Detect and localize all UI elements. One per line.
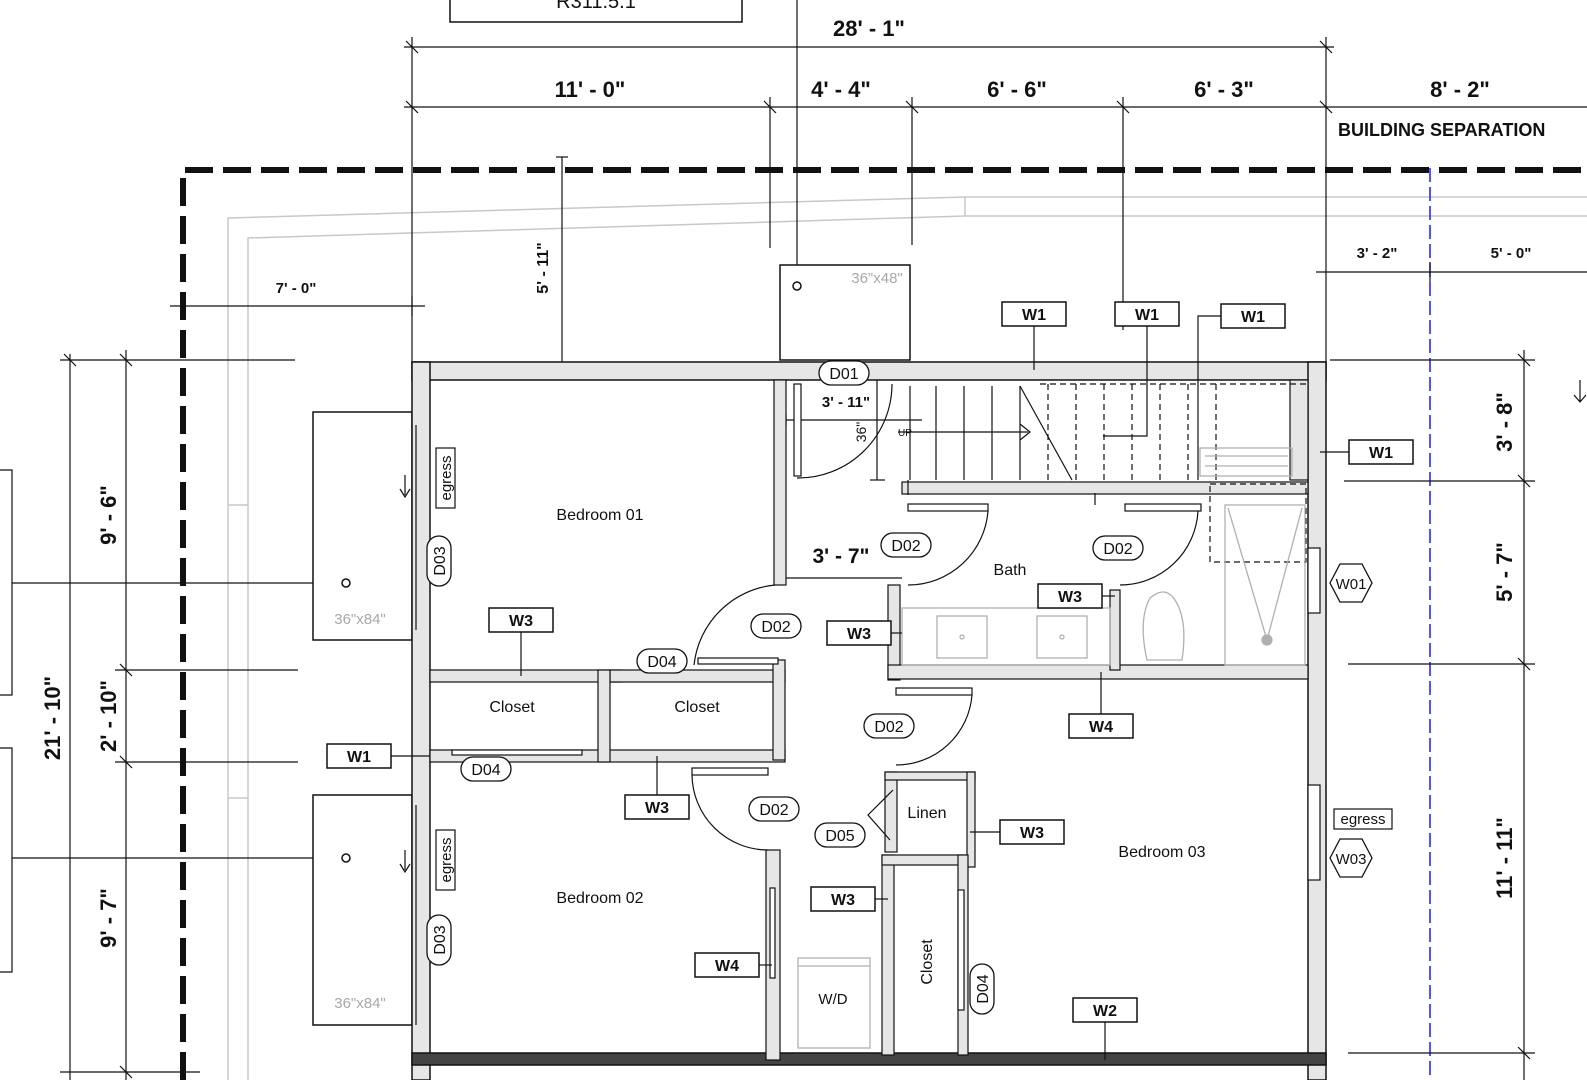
tag-d04-closet-b: D04	[471, 762, 500, 779]
room-closet-c: Closet	[919, 939, 936, 985]
tag-w4-bath: W4	[1089, 719, 1113, 736]
tag-d02-bed1: D02	[761, 619, 790, 636]
tag-w3-closet: W3	[645, 800, 669, 817]
dim-sep-b: 5' - 0"	[1491, 245, 1532, 262]
dimension-labels: 28' - 1" 11' - 0" 4' - 4" 6' - 6" 6' - 3…	[40, 16, 1545, 948]
tag-w01: W01	[1336, 576, 1367, 593]
doors	[399, 383, 1321, 1025]
dim-setback-left: 7' - 0"	[276, 280, 317, 297]
tag-d03-bed1: D03	[432, 546, 449, 575]
tag-w03: W03	[1336, 851, 1367, 868]
adjacent-structure	[0, 469, 346, 973]
tag-w3-hall: W3	[847, 626, 871, 643]
dim-right-2: 5' - 7"	[1492, 542, 1517, 602]
tag-d04-closet-a: D04	[647, 654, 676, 671]
tag-d03-bed2: D03	[432, 925, 449, 954]
bath-fixtures	[797, 447, 1306, 1049]
note-well-left-b: 36"x84"	[334, 995, 386, 1012]
room-bedroom-01: Bedroom 01	[556, 507, 643, 524]
tag-w1-top-a: W1	[1022, 307, 1046, 324]
tag-w2: W2	[1093, 1003, 1117, 1020]
room-wd: W/D	[818, 991, 847, 1008]
tag-w3-wd: W3	[831, 892, 855, 909]
dim-seg-1: 11' - 0"	[555, 77, 626, 102]
room-closet-a: Closet	[489, 699, 535, 716]
dim-seg-right: 8' - 2"	[1430, 77, 1490, 102]
tag-w1-top-b: W1	[1135, 307, 1159, 324]
door-tag-labels: D01 D02 D02 D02 D02 D02 D04 D04 D05 D03 …	[432, 366, 1133, 1004]
dim-left-3: 9' - 7"	[96, 888, 121, 948]
tag-d05: D05	[825, 828, 854, 845]
dim-stair-36: 36"	[853, 422, 869, 443]
dim-seg-3: 6' - 6"	[987, 77, 1047, 102]
room-bedroom-02: Bedroom 02	[556, 890, 643, 907]
dim-left-overall: 21' - 10"	[40, 676, 65, 760]
dim-seg-2: 4' - 4"	[811, 77, 871, 102]
room-labels: Bedroom 01 Bedroom 02 Bedroom 03 Closet …	[489, 507, 1205, 1008]
window-tag-leaders	[391, 315, 1349, 1060]
note-well-top: 36"x48"	[851, 270, 903, 287]
tag-d02-bath-b: D02	[1103, 541, 1132, 558]
dimension-lines	[60, 0, 1587, 1080]
note-well-left-a: 36"x84"	[334, 611, 386, 628]
note-stair-up: UP	[898, 428, 912, 439]
note-egress-3: egress	[1340, 811, 1385, 828]
dim-right-3: 11' - 11"	[1492, 817, 1517, 899]
dim-hall-width: 3' - 7"	[813, 545, 870, 568]
window-tag-labels: W1 W1 W1 W1 W1 W3 W3 W3 W3 W3 W3 W4 W4 W…	[347, 307, 1393, 1020]
tag-w3-linen: W3	[1020, 825, 1044, 842]
dim-seg-4: 6' - 3"	[1194, 77, 1254, 102]
exterior-walls	[411, 361, 1327, 1080]
tag-w3-bed1: W3	[509, 613, 533, 630]
window-wells	[312, 264, 911, 1026]
dim-right-1: 3' - 8"	[1492, 392, 1517, 452]
room-linen: Linen	[907, 805, 946, 822]
note-egress-2: egress	[438, 837, 455, 882]
title-box: R311.5.1	[449, 0, 743, 23]
note-egress-1: egress	[438, 455, 455, 500]
hex-tags	[1329, 563, 1373, 878]
tag-d02-bed3: D02	[874, 719, 903, 736]
room-bath: Bath	[994, 562, 1027, 579]
room-closet-b: Closet	[674, 699, 720, 716]
tag-w1-left: W1	[347, 749, 371, 766]
property-line	[180, 167, 1587, 1080]
tag-w1-top-c: W1	[1241, 309, 1265, 326]
tag-d04-closet-c: D04	[975, 974, 992, 1003]
room-bedroom-03: Bedroom 03	[1118, 844, 1205, 861]
note-labels: egress egress egress UP 36"x48" 36"x84" …	[334, 270, 1385, 1012]
title-box-text: R311.5.1	[556, 0, 636, 13]
tag-d01: D01	[829, 366, 858, 383]
dim-left-1: 9' - 6"	[96, 485, 121, 545]
door-tags	[426, 360, 1144, 1015]
tag-w3-bath: W3	[1058, 589, 1082, 606]
dim-left-2: 2' - 10"	[96, 680, 121, 752]
tag-w1-right: W1	[1369, 445, 1393, 462]
stair	[898, 383, 1307, 563]
tag-d02-bed2: D02	[759, 802, 788, 819]
hex-tag-labels: W01 W03	[1336, 576, 1367, 868]
tag-w4-wd: W4	[715, 958, 739, 975]
dim-setback-top: 5' - 11"	[535, 242, 552, 293]
interior-walls	[429, 379, 1309, 1061]
dim-stair-width: 3' - 11"	[822, 394, 870, 411]
egress-boxes	[435, 447, 1393, 891]
tag-d02-bath-a: D02	[891, 538, 920, 555]
window-tags	[326, 301, 1414, 1023]
building-separation-label: BUILDING SEPARATION	[1338, 120, 1545, 140]
dim-sep-a: 3' - 2"	[1357, 245, 1398, 262]
roof-outline	[227, 196, 1587, 1080]
dim-overall-top: 28' - 1"	[833, 16, 905, 41]
